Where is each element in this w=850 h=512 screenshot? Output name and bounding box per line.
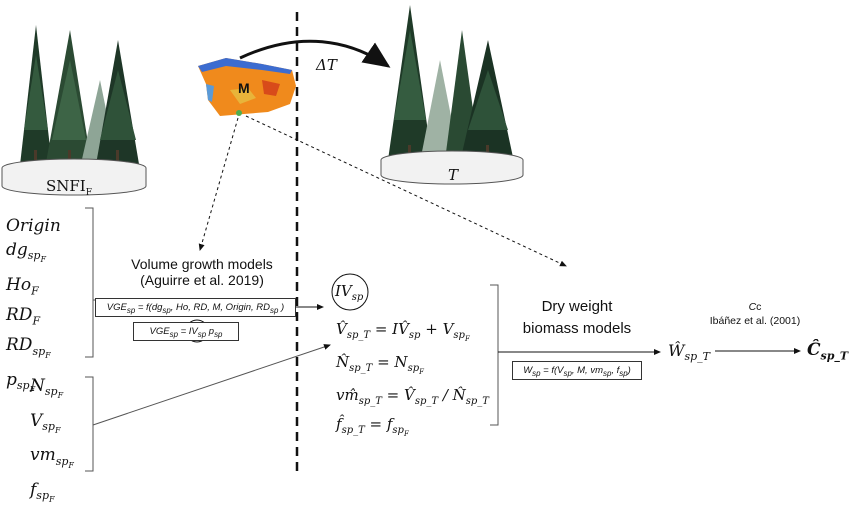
carbon-output: Ĉsp_T xyxy=(807,340,849,363)
input-group1: Origin dgspF HoF RDF RDspF pspF xyxy=(6,214,61,403)
iv-circle xyxy=(331,273,369,311)
projection-bracket xyxy=(490,284,499,426)
snfi-forest-stand xyxy=(1,25,147,196)
target-label: T xyxy=(448,166,459,184)
delta-t-label: ΔT xyxy=(316,56,337,74)
snfi-trees xyxy=(20,25,140,170)
snfi-label: SNFIF xyxy=(46,177,92,198)
carbon-factor: Cc Ibáñez et al. (2001) xyxy=(709,301,801,327)
inputs-to-projection-arrow xyxy=(92,344,331,426)
biomass-output: Ŵsp_T xyxy=(668,341,710,364)
input-rd: RDF xyxy=(6,304,41,328)
eq-n: N̂sp_T = NspF xyxy=(336,353,424,376)
spain-map xyxy=(198,58,296,116)
biomass-equation-box: Wsp = f(Vsp, M, vmsp, fsp) xyxy=(512,361,642,380)
input-group2-bracket xyxy=(85,376,94,472)
target-trees xyxy=(388,5,514,163)
time-projection-arrow xyxy=(239,39,391,68)
input-vm: vmspF xyxy=(30,445,74,470)
input-group2: NspF VspF vmspF fspF xyxy=(30,374,74,512)
input-origin: Origin xyxy=(6,216,61,236)
input-p: pspF xyxy=(6,369,36,395)
input-group1-bracket xyxy=(85,207,94,358)
iv-label: IVsp xyxy=(335,282,364,303)
volume-models-title: Volume growth models (Aguirre et al. 201… xyxy=(131,256,273,288)
target-forest-stand xyxy=(380,5,524,185)
eq-f: f̂sp_T = fspF xyxy=(336,415,409,438)
input-f: fspF xyxy=(30,479,55,505)
vge-equation-box: VGEsp = f(dgsp, Ho, RD, M, Origin, RDsp … xyxy=(95,298,296,317)
map-label: M xyxy=(238,80,250,96)
projection-equations: V̂sp_T = IV̂sp + VspF N̂sp_T = NspF vm̂s… xyxy=(336,318,489,446)
biomass-models-title: Dry weight biomass models xyxy=(522,298,632,337)
input-n: NspF xyxy=(30,376,64,401)
diagram-canvas xyxy=(1,5,801,474)
input-rdsp: RDspF xyxy=(6,335,51,360)
map-to-volume-arrow xyxy=(198,117,239,251)
input-ho: HoF xyxy=(6,274,39,297)
map-to-biomass-arrow xyxy=(245,115,567,267)
vge-iv-box: VGEsp = IVsp psp xyxy=(133,322,239,341)
eq-vm: vm̂sp_T = V̂sp_T / N̂sp_T xyxy=(336,386,489,407)
input-v: VspF xyxy=(30,410,61,436)
eq-volume: V̂sp_T = IV̂sp + VspF xyxy=(336,320,470,343)
input-dg: dgspF xyxy=(6,240,47,265)
